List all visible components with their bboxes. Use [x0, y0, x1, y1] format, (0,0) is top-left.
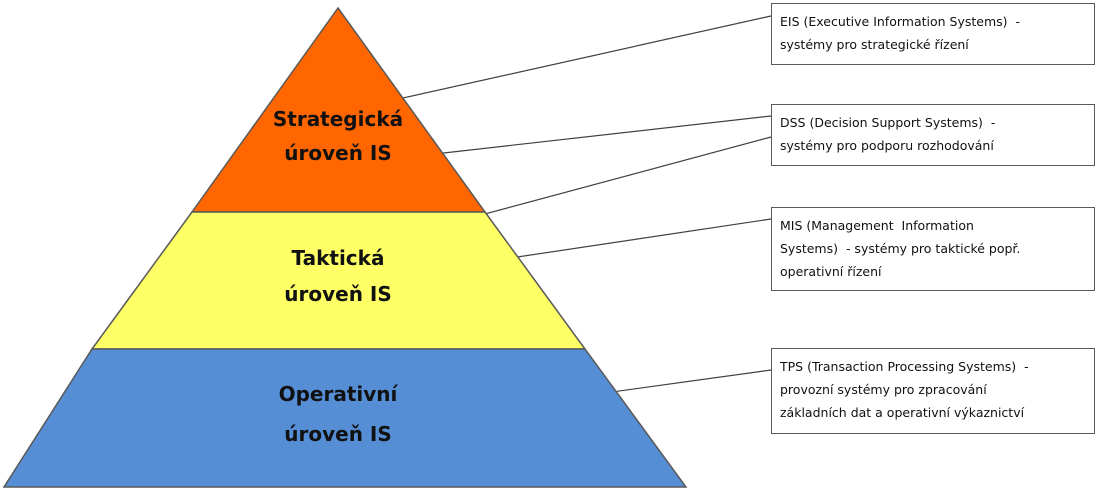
operational-level-label-line1: Operativní [279, 382, 399, 406]
tactical-level-label-line1: Taktická [292, 246, 385, 270]
strategic-level-label-line2: úroveň IS [284, 141, 392, 165]
box-text-line: Systems) - systémy pro taktické popř. [780, 241, 1021, 256]
box-text-line: DSS (Decision Support Systems) - [780, 115, 996, 130]
operational-level-label-line2: úroveň IS [284, 422, 392, 446]
pyramid-tier-tactical [90, 211, 587, 350]
box-text-line: operativní řízení [780, 264, 882, 279]
connector-dss-strategic [407, 115, 772, 158]
mis-description-box: MIS (Management Information Systems) - s… [771, 207, 1095, 291]
box-text-line: základních dat a operativní výkaznictví [780, 405, 1025, 420]
box-text-line: provozní systémy pro zpracování [780, 382, 987, 397]
pyramid-tier-operational [2, 348, 688, 488]
strategic-level-label-line1: Strategická [273, 107, 403, 131]
box-text-line: systémy pro podporu rozhodování [780, 138, 994, 153]
eis-description-box: EIS (Executive Information Systems) - sy… [771, 3, 1095, 65]
box-text-line: EIS (Executive Information Systems) - [780, 14, 1020, 29]
tactical-level-label-line2: úroveň IS [284, 282, 392, 306]
box-text-line: TPS (Transaction Processing Systems) - [780, 359, 1029, 374]
dss-description-box: DSS (Decision Support Systems) - systémy… [771, 104, 1095, 166]
connector-eis-strategic [375, 15, 772, 105]
tps-description-box: TPS (Transaction Processing Systems) - p… [771, 348, 1095, 434]
box-text-line: MIS (Management Information [780, 218, 974, 233]
box-text-line: systémy pro strategické řízení [780, 37, 969, 52]
